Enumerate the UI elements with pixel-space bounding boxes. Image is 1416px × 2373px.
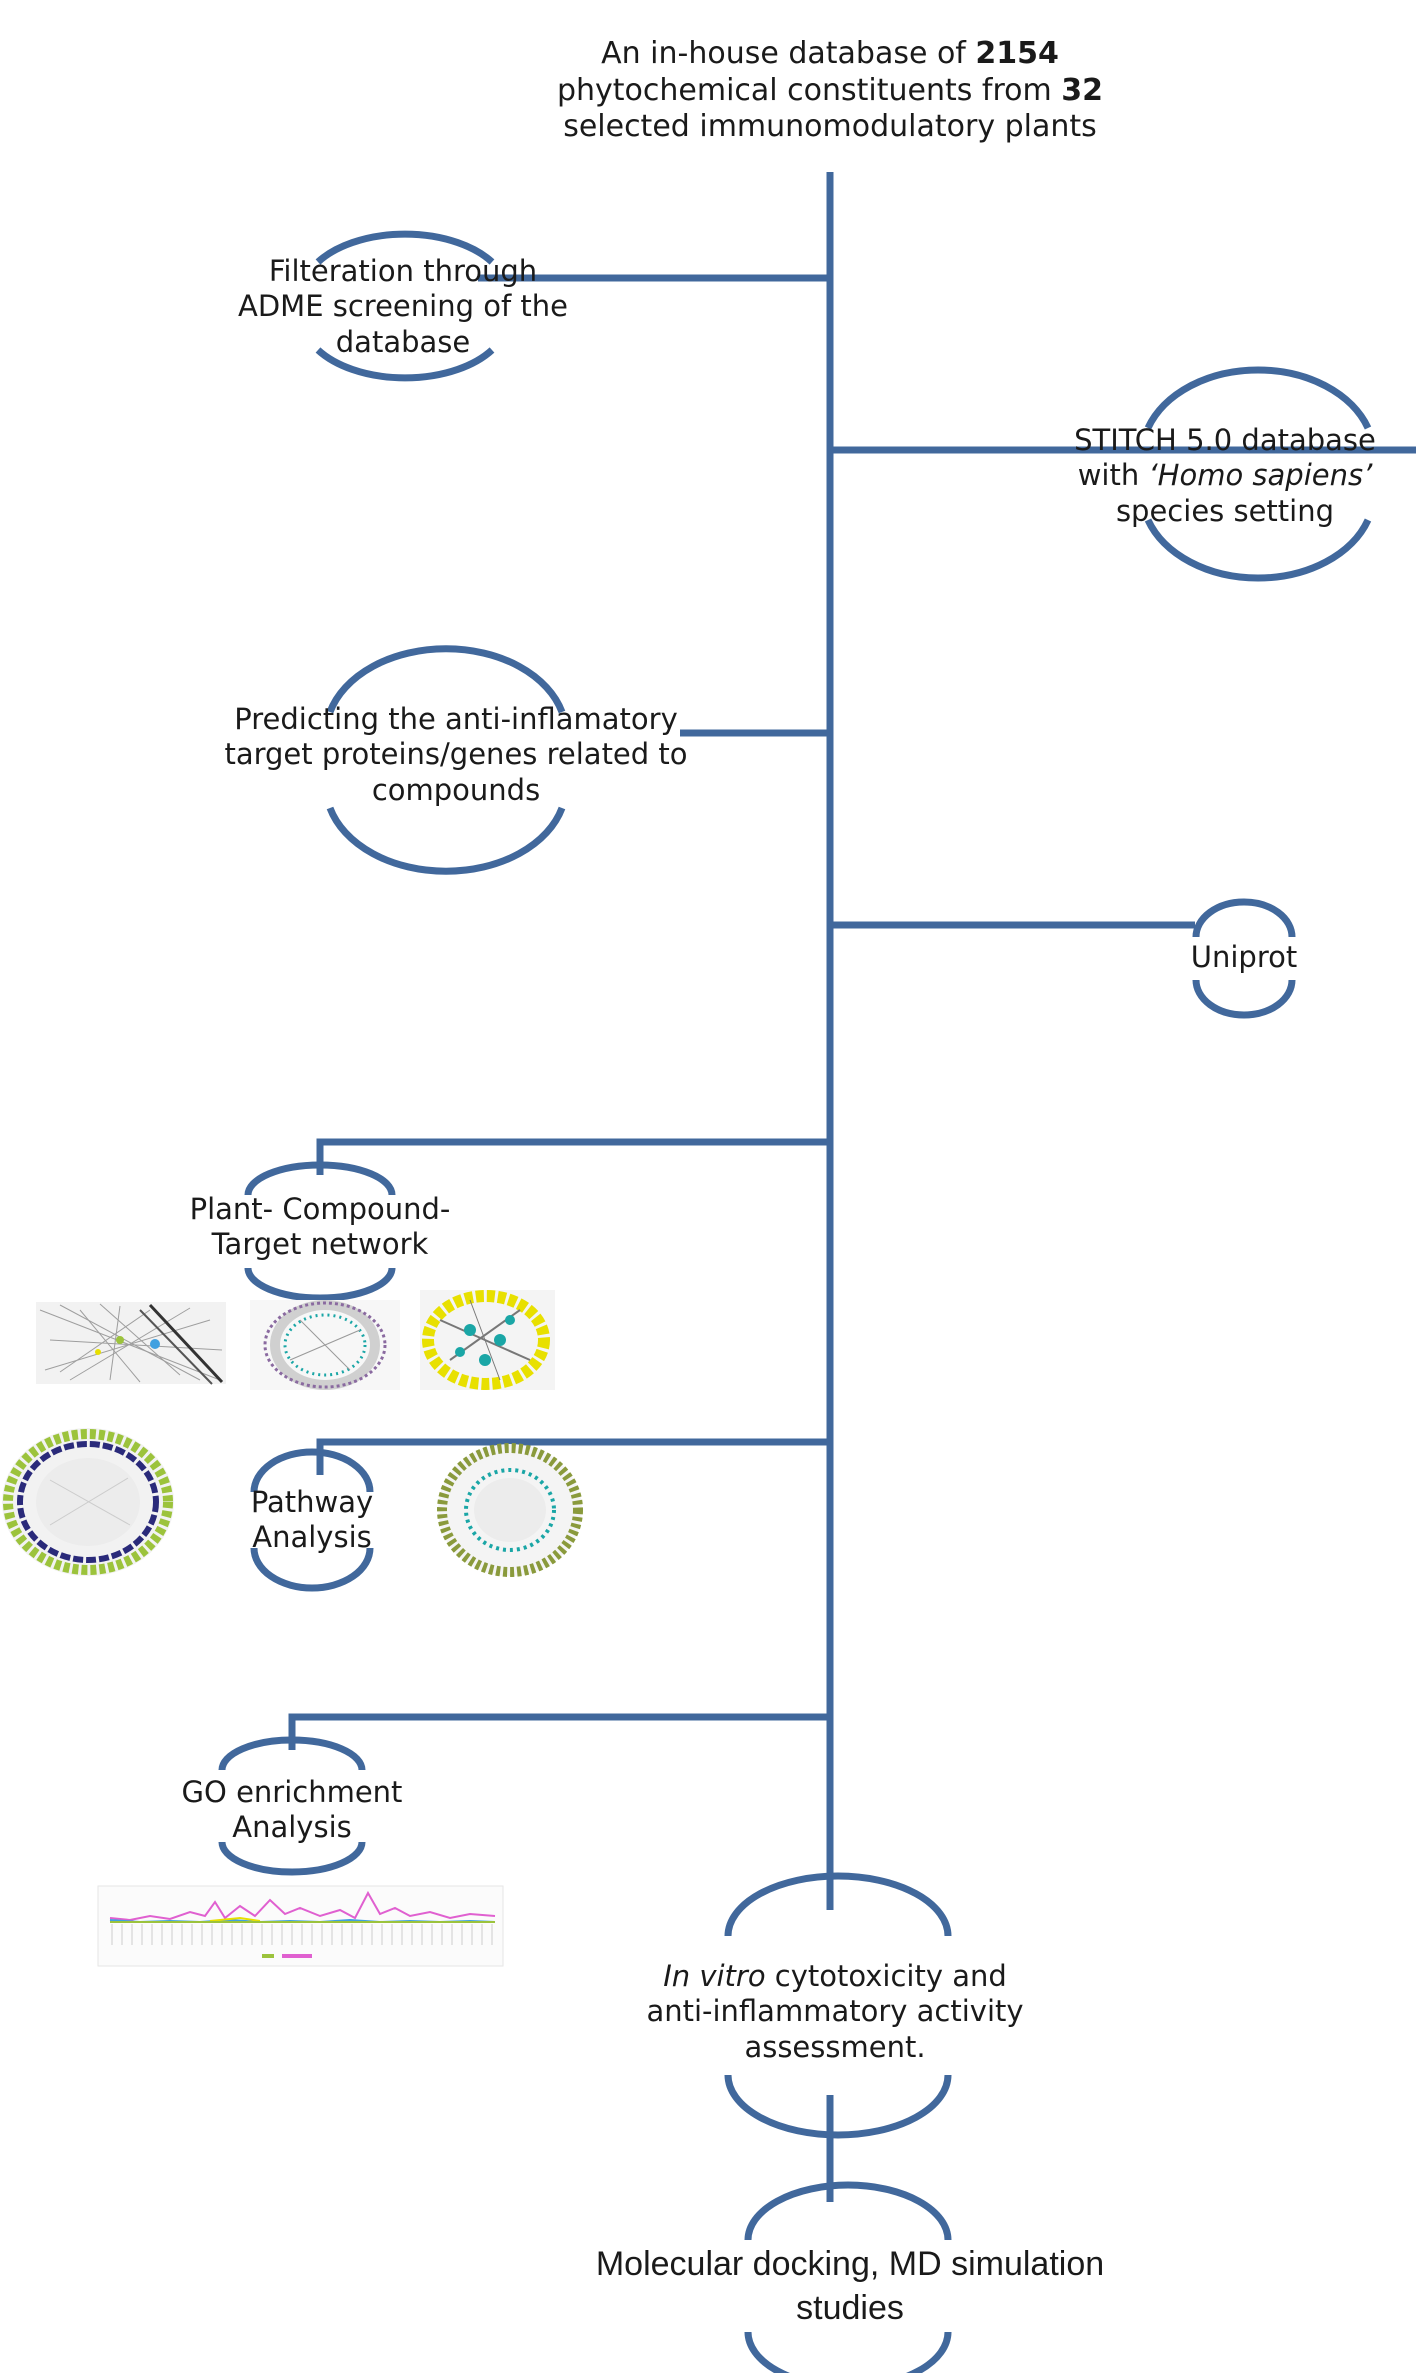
arc-pathway-top [250,1448,374,1493]
step-go-label: GO enrichment Analysis [181,1775,403,1845]
arc-network-top [244,1161,396,1196]
step-network-label: Plant- Compound- Target network [189,1192,451,1262]
pathway-image-1 [2,1428,174,1576]
branch-pathway [316,1438,833,1475]
arc-filtration-top [315,230,495,265]
branch-go [288,1713,833,1750]
step-invitro-label: In vitro cytotoxicity and anti-inflammat… [646,1959,1024,2064]
network-image-2 [250,1300,400,1390]
arc-uniprot-top [1192,898,1296,938]
flow-connectors [288,172,1416,2202]
arc-stitch-bottom [1144,518,1372,582]
step-uniprot-label: Uniprot [1190,940,1298,974]
step-filtration-label: Filteration through ADME screening of th… [238,254,568,359]
step-predicting-label: Predicting the anti-inflamatory target p… [224,702,688,807]
arc-docking-top [744,2181,952,2241]
network-image-3 [420,1290,555,1390]
arc-predicting-bottom [326,806,566,875]
step-docking-label: Molecular docking, MD simulation studies [595,2245,1105,2328]
arc-docking-bottom [744,2331,952,2373]
arc-network-bottom [244,1267,396,1302]
go-chart-image [97,1885,504,1967]
arc-uniprot-bottom [1192,979,1296,1019]
arc-pathway-bottom [250,1547,374,1592]
arc-go-bottom [218,1841,366,1876]
step-stitch-label: STITCH 5.0 database with ‘Homo sapiens’ … [1074,423,1376,528]
arc-go-top [218,1736,366,1771]
arc-stitch-top [1144,366,1372,430]
arc-invitro-bottom [724,2074,952,2139]
arc-filtration-bottom [315,347,495,382]
step-pathway-label: Pathway Analysis [250,1485,374,1555]
network-image-1 [36,1302,226,1385]
arc-predicting-top [326,645,566,714]
arc-invitro-top [724,1872,952,1937]
step-database-label: An in-house database of 2154 phytochemic… [556,36,1104,145]
branch-network [316,1138,833,1175]
bracket-arcs [218,230,1372,2373]
pathway-image-2 [437,1443,583,1577]
